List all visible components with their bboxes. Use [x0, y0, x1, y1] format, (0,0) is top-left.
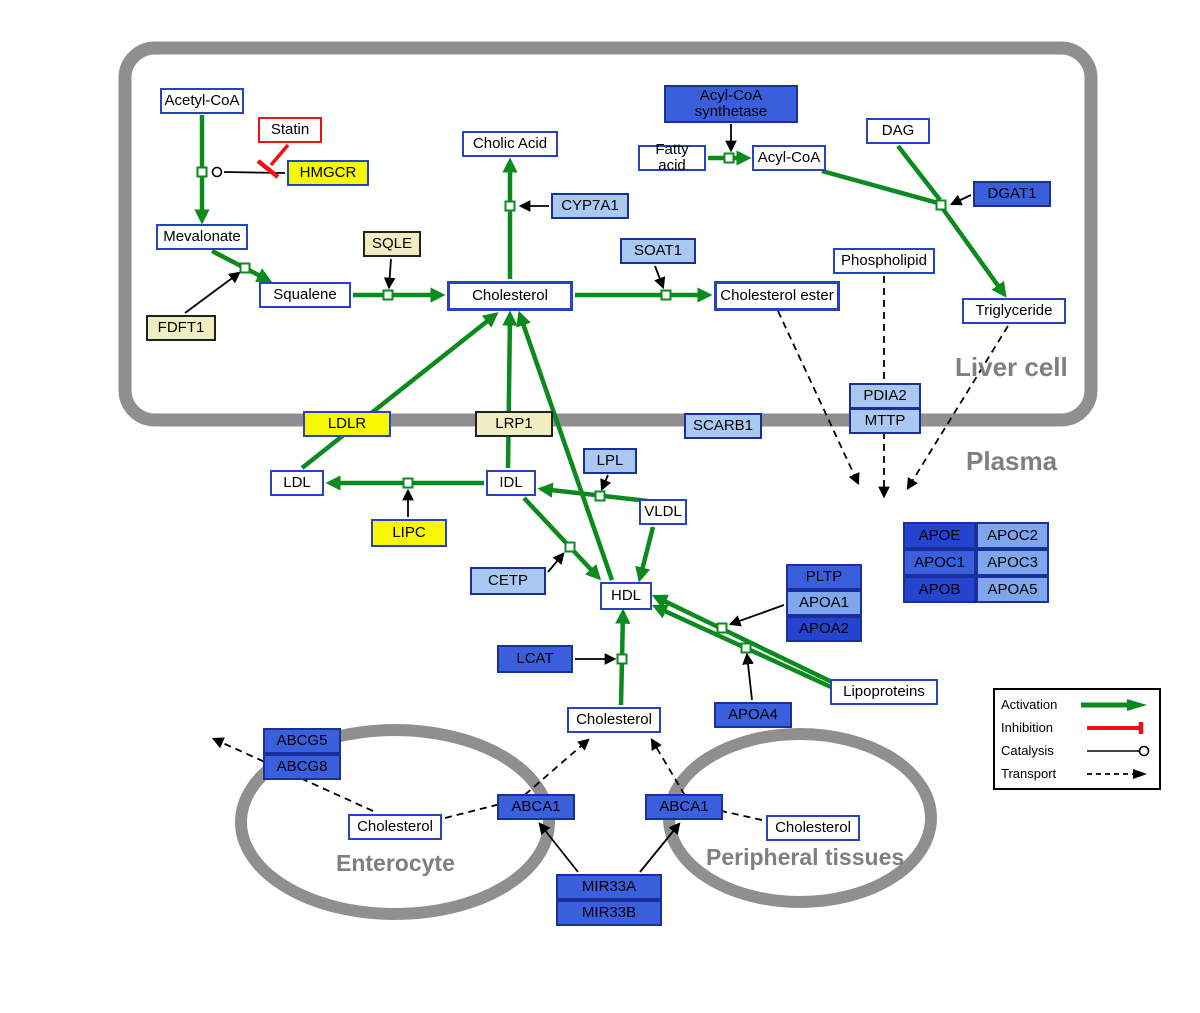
inhibition-edge [256, 143, 290, 179]
node-mevalonate[interactable]: Mevalonate [156, 224, 248, 250]
legend-item-catalysis: Catalysis [1001, 740, 1153, 762]
peripheral-tissues-label: Peripheral tissues [706, 844, 905, 870]
node-cholesterol-enterocyte[interactable]: Cholesterol [348, 814, 442, 840]
node-ldlr[interactable]: LDLR [303, 411, 391, 437]
node-hmgcr[interactable]: HMGCR [287, 160, 369, 186]
node-lcat[interactable]: LCAT [497, 645, 573, 673]
enterocyte-membrane [235, 724, 555, 920]
node-soat1[interactable]: SOAT1 [620, 238, 696, 264]
node-fdft1[interactable]: FDFT1 [146, 315, 216, 341]
liver-cell-membrane [118, 41, 1098, 427]
node-cholesterol-ester[interactable]: Cholesterol ester [714, 281, 840, 311]
node-cyp7a1[interactable]: CYP7A1 [551, 193, 629, 219]
node-hdl[interactable]: HDL [600, 582, 652, 610]
enterocyte-label: Enterocyte [336, 850, 455, 876]
node-ldl[interactable]: LDL [270, 470, 324, 496]
transport-dashed-arrow-symbol [1087, 768, 1147, 779]
legend-catalysis-label: Catalysis [1001, 743, 1054, 758]
legend: Activation Inhibition Catalysis Transpor… [993, 688, 1161, 790]
node-acyl-coa[interactable]: Acyl-CoA [752, 145, 826, 171]
legend-item-activation: Activation [1001, 694, 1153, 716]
node-apoa1[interactable]: APOA1 [786, 590, 862, 616]
node-cholesterol-liver[interactable]: Cholesterol [447, 281, 573, 311]
node-cholic-acid[interactable]: Cholic Acid [462, 131, 558, 157]
node-sqle[interactable]: SQLE [363, 231, 421, 257]
node-scarb1[interactable]: SCARB1 [684, 413, 762, 439]
node-abcg5[interactable]: ABCG5 [263, 728, 341, 754]
node-dgat1[interactable]: DGAT1 [973, 181, 1051, 207]
legend-inhibition-label: Inhibition [1001, 720, 1054, 735]
node-mir33b[interactable]: MIR33B [556, 900, 662, 926]
node-cetp[interactable]: CETP [470, 567, 546, 595]
legend-transport-label: Transport [1001, 766, 1057, 781]
node-acyl-coa-synthetase[interactable]: Acyl-CoA synthetase [664, 85, 798, 123]
node-squalene[interactable]: Squalene [259, 282, 351, 308]
node-lpl[interactable]: LPL [583, 448, 637, 474]
node-vldl[interactable]: VLDL [639, 499, 687, 525]
node-fatty-acid[interactable]: Fatty acid [638, 142, 706, 174]
node-apob[interactable]: APOB [903, 576, 976, 603]
legend-activation-label: Activation [1001, 697, 1058, 712]
activation-edges [194, 115, 1007, 706]
node-abcg8[interactable]: ABCG8 [263, 754, 341, 780]
node-dag[interactable]: DAG [866, 118, 930, 144]
plasma-label: Plasma [966, 446, 1058, 476]
node-acetyl-coa[interactable]: Acetyl-CoA [160, 88, 244, 114]
legend-item-inhibition: Inhibition [1001, 717, 1153, 739]
node-apoc2[interactable]: APOC2 [976, 522, 1049, 549]
node-lrp1[interactable]: LRP1 [475, 411, 553, 437]
reaction-nodes [196, 152, 947, 665]
node-triglyceride[interactable]: Triglyceride [962, 298, 1066, 324]
node-abca1-enterocyte[interactable]: ABCA1 [497, 794, 575, 820]
node-mttp[interactable]: MTTP [849, 408, 921, 434]
node-apoa2[interactable]: APOA2 [786, 616, 862, 642]
activation-arrow-symbol [1081, 698, 1147, 711]
node-apoc3[interactable]: APOC3 [976, 549, 1049, 576]
liver-cell-label: Liver cell [955, 352, 1068, 382]
node-idl[interactable]: IDL [486, 470, 536, 496]
node-lipoproteins[interactable]: Lipoproteins [830, 679, 938, 705]
node-apoa5[interactable]: APOA5 [976, 576, 1049, 603]
node-abca1-peripheral[interactable]: ABCA1 [645, 794, 723, 820]
node-apoe[interactable]: APOE [903, 522, 976, 549]
node-apoc1[interactable]: APOC1 [903, 549, 976, 576]
node-statin[interactable]: Statin [258, 117, 322, 143]
catalysis-circle-symbol [1087, 745, 1150, 756]
node-pltp[interactable]: PLTP [786, 564, 862, 590]
node-lipc[interactable]: LIPC [371, 519, 447, 547]
inhibition-bar-symbol [1087, 721, 1144, 734]
node-cholesterol-plasma[interactable]: Cholesterol [567, 707, 661, 733]
node-mir33a[interactable]: MIR33A [556, 874, 662, 900]
node-phospholipid[interactable]: Phospholipid [833, 248, 935, 274]
catalysis-terminal [211, 166, 223, 178]
node-apoa4[interactable]: APOA4 [714, 702, 792, 728]
node-pdia2[interactable]: PDIA2 [849, 383, 921, 409]
node-cholesterol-peripheral[interactable]: Cholesterol [766, 815, 860, 841]
legend-item-transport: Transport [1001, 763, 1153, 785]
compartment-membranes [118, 41, 1098, 920]
